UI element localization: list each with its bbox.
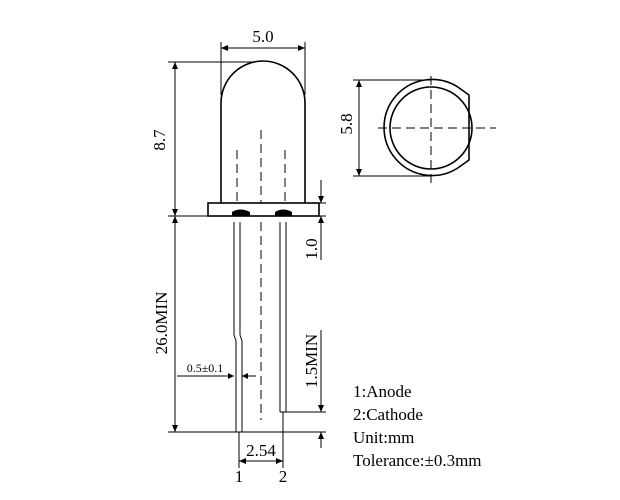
dim-flange-height: 1.0	[302, 180, 326, 260]
dim-lens-diameter: 5.0	[220, 27, 306, 95]
legend-cathode: 2:Cathode	[353, 405, 423, 424]
dim-lead-spacing: 2.54	[238, 412, 284, 468]
dim-lead-length-label: 26.0MIN	[152, 292, 171, 355]
legend-unit: Unit:mm	[353, 428, 414, 447]
dim-body-height-label: 8.7	[150, 129, 169, 151]
dim-lead-length: 26.0MIN	[152, 216, 236, 433]
dim-flange-diameter-label: 5.8	[337, 113, 356, 134]
top-view-lens	[389, 86, 473, 170]
pin-2-label: 2	[279, 467, 288, 486]
side-view: 5.0 8.7 1.0 26.0MIN	[150, 27, 326, 486]
dim-flange-height-label: 1.0	[302, 238, 321, 259]
dim-lens-diameter-label: 5.0	[252, 27, 273, 46]
dim-flange-diameter: 5.8	[337, 79, 431, 177]
lead-cathode	[279, 222, 287, 413]
lead-anode	[233, 222, 243, 433]
legend-anode: 1:Anode	[353, 382, 412, 401]
led-lens-body	[220, 60, 306, 203]
top-view: 5.8	[337, 76, 496, 184]
dim-lead-spacing-label: 2.54	[246, 441, 276, 460]
dim-lead-width: 0.5±0.1	[177, 361, 256, 379]
dim-lead-width-label: 0.5±0.1	[187, 361, 224, 375]
led-flange	[207, 202, 320, 217]
legend-tolerance: Tolerance:±0.3mm	[353, 451, 482, 470]
dim-kink-length: 1.5MIN	[242, 330, 326, 448]
led-die	[232, 209, 250, 216]
dim-body-height: 8.7	[150, 61, 256, 217]
legend: 1:Anode 2:Cathode Unit:mm Tolerance:±0.3…	[353, 382, 482, 470]
pin-1-label: 1	[235, 467, 244, 486]
dim-kink-length-label: 1.5MIN	[302, 334, 321, 388]
